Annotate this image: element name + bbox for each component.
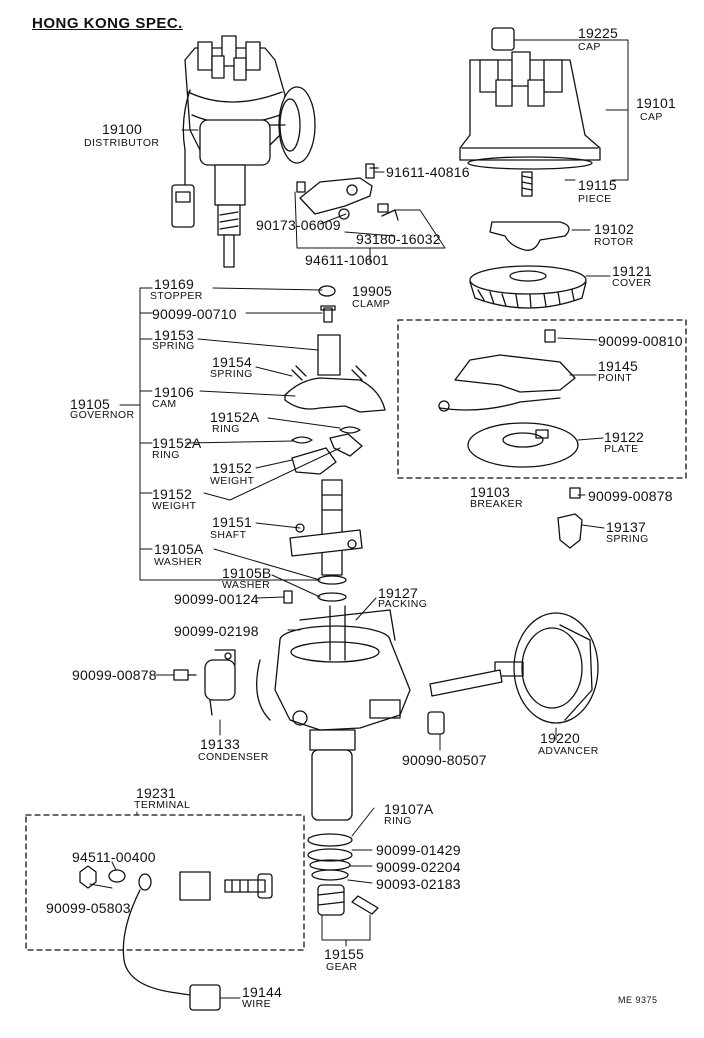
part-number-94611-10601: 94611-10601 xyxy=(305,252,389,268)
part-name-19153: SPRING xyxy=(152,340,195,352)
part-number-19905: 19905 xyxy=(352,283,392,299)
part-number-19121: 19121 xyxy=(612,263,652,279)
part-number-19115: 19115 xyxy=(578,177,617,193)
part-name-19100: DISTRIBUTOR xyxy=(84,137,160,149)
part-name-19151: SHAFT xyxy=(210,529,247,541)
part-name-19905: CLAMP xyxy=(352,298,391,310)
part-name-19105: GOVERNOR xyxy=(70,409,135,421)
part-name-19169: STOPPER xyxy=(150,290,203,302)
part-name-19105b: WASHER xyxy=(222,579,271,591)
part-number-19137: 19137 xyxy=(606,519,646,535)
part-name-19106: CAM xyxy=(152,398,177,410)
distributor-illustration xyxy=(171,35,316,268)
part-number-19106: 19106 xyxy=(154,384,194,400)
part-name-19122: PLATE xyxy=(604,443,639,455)
part-number-19153: 19153 xyxy=(154,327,194,343)
part-number-19151: 19151 xyxy=(212,514,252,530)
part-number-90099-00878-breaker: 90099-00878 xyxy=(588,488,673,504)
part-name-19127: PACKING xyxy=(378,598,428,610)
part-name-19144: WIRE xyxy=(242,998,272,1010)
part-number-90099-05803: 90099-05803 xyxy=(46,900,131,916)
part-number-19102: 19102 xyxy=(594,221,634,237)
part-number-19231: 19231 xyxy=(136,785,176,801)
part-number-19103: 19103 xyxy=(470,484,510,500)
part-number-19225: 19225 xyxy=(578,25,618,41)
part-name-19145: POINT xyxy=(598,372,633,384)
part-name-19220: ADVANCER xyxy=(538,745,599,757)
part-number-19155: 19155 xyxy=(324,946,364,962)
leader-lines xyxy=(89,39,629,999)
cap-illustration xyxy=(459,27,601,197)
part-number-19169: 19169 xyxy=(154,276,194,292)
page-title: HONG KONG SPEC. xyxy=(32,15,183,32)
part-name-19152-weight-lower: WEIGHT xyxy=(152,500,197,512)
gear-illustration xyxy=(307,833,379,916)
part-name-19225: CAP xyxy=(578,41,601,53)
part-number-19152a-ring-upper: 19152A xyxy=(210,409,260,425)
part-name-19121: COVER xyxy=(612,277,652,289)
part-name-19137: SPRING xyxy=(606,533,649,545)
part-number-19133: 19133 xyxy=(200,736,240,752)
part-number-90090-80507: 90090-80507 xyxy=(402,752,487,768)
clamp-illustration xyxy=(296,163,399,221)
rotor-cover-illustration xyxy=(469,221,587,309)
part-number-90099-02198: 90099-02198 xyxy=(174,623,259,639)
part-name-19152a-ring-lower: RING xyxy=(152,449,180,461)
part-number-19152-weight-lower: 19152 xyxy=(152,486,192,502)
part-number-19105: 19105 xyxy=(70,396,110,412)
part-number-19100: 19100 xyxy=(102,121,142,137)
part-number-19107a: 19107A xyxy=(384,801,434,817)
breaker-group-frame xyxy=(397,319,687,479)
part-name-19101: CAP xyxy=(640,111,663,123)
part-name-19102: ROTOR xyxy=(594,236,634,248)
part-number-90099-00710: 90099-00710 xyxy=(152,306,237,322)
part-number-19220: 19220 xyxy=(540,730,580,746)
housing-illustration xyxy=(256,605,411,821)
part-number-19152-weight-upper: 19152 xyxy=(212,460,252,476)
part-number-90093-02183: 90093-02183 xyxy=(376,876,461,892)
part-name-19152-weight-upper: WEIGHT xyxy=(210,475,255,487)
part-name-19105a: WASHER xyxy=(154,556,203,568)
part-name-19231: TERMINAL xyxy=(134,799,191,811)
part-number-90099-00878-condenser: 90099-00878 xyxy=(72,667,157,683)
advancer-illustration xyxy=(427,612,599,735)
part-number-19144: 19144 xyxy=(242,984,282,1000)
governor-illustration xyxy=(283,285,386,604)
part-name-19155: GEAR xyxy=(326,961,358,973)
terminal-group-frame xyxy=(25,814,305,951)
part-number-19152a-ring-lower: 19152A xyxy=(152,435,202,451)
part-name-19115: PIECE xyxy=(578,193,612,205)
part-number-90173-06009: 90173-06009 xyxy=(256,217,341,233)
part-number-90099-00810: 90099-00810 xyxy=(598,333,683,349)
condenser-illustration xyxy=(173,649,236,716)
part-number-91611-40816: 91611-40816 xyxy=(386,164,470,180)
diagram-code: ME 9375 xyxy=(618,995,658,1005)
part-number-90099-00124: 90099-00124 xyxy=(174,591,259,607)
part-name-19133: CONDENSER xyxy=(198,751,269,763)
part-name-19154: SPRING xyxy=(210,368,253,380)
part-number-19122: 19122 xyxy=(604,429,644,445)
part-number-90099-02204: 90099-02204 xyxy=(376,859,461,875)
part-name-19107a: RING xyxy=(384,815,412,827)
part-name-19103: BREAKER xyxy=(470,498,523,510)
part-name-19152a-ring-upper: RING xyxy=(212,423,240,435)
part-number-19154: 19154 xyxy=(212,354,252,370)
part-number-19105b: 19105B xyxy=(222,565,272,581)
part-number-19105a: 19105A xyxy=(154,541,204,557)
part-number-94511-00400: 94511-00400 xyxy=(72,849,156,865)
part-number-93180-16032: 93180-16032 xyxy=(356,231,441,247)
breaker-illustration xyxy=(438,329,583,549)
part-number-19127: 19127 xyxy=(378,585,418,601)
part-number-90099-01429: 90099-01429 xyxy=(376,842,461,858)
part-number-19101: 19101 xyxy=(636,95,676,111)
part-number-19145: 19145 xyxy=(598,358,638,374)
